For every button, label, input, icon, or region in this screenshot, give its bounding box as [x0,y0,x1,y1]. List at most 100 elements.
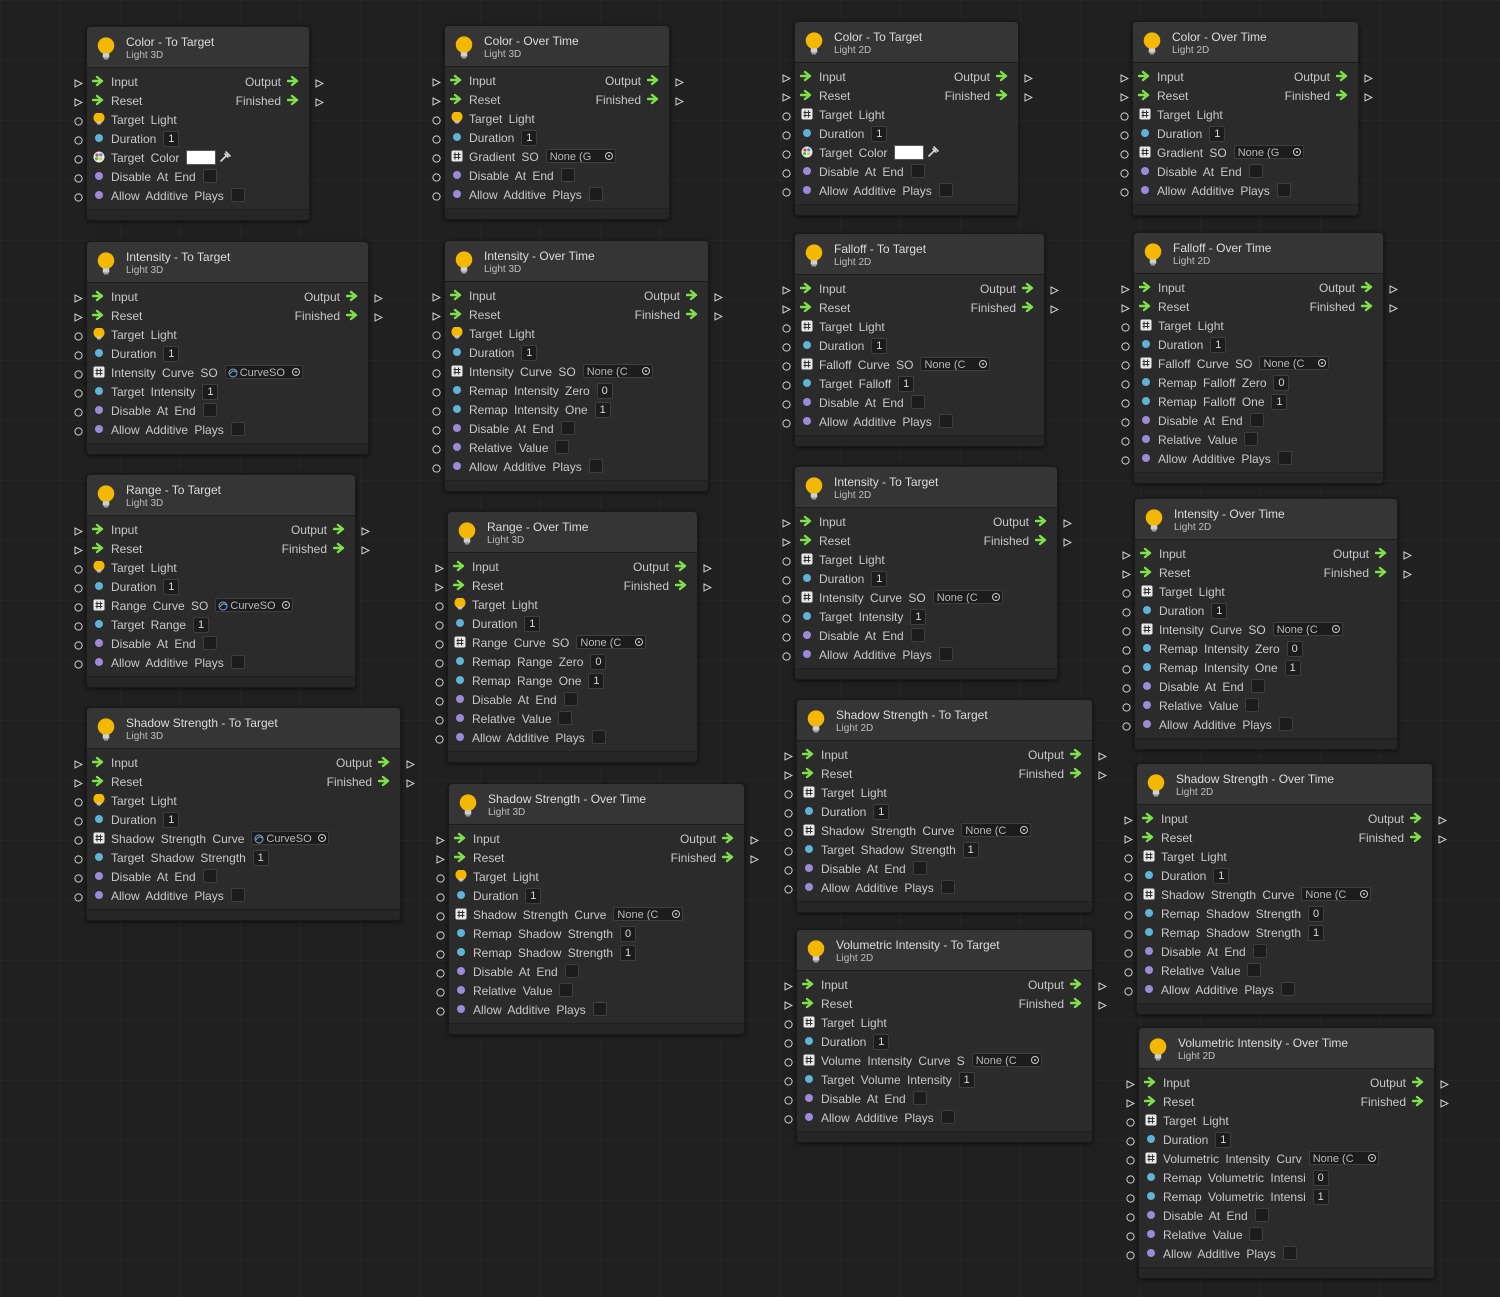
flow-input-port[interactable] [74,544,84,555]
flow-input-port[interactable] [1120,72,1130,83]
checkbox[interactable] [589,459,604,473]
checkbox[interactable] [203,403,218,417]
value-input-port[interactable] [74,834,83,845]
value-input-port[interactable] [436,872,445,883]
flow-input-port[interactable] [432,95,442,106]
flow-input-port[interactable] [436,834,446,845]
value-input-port[interactable] [1122,606,1131,617]
number-field[interactable]: 1 [1284,660,1301,676]
flow-input-port[interactable] [1121,302,1131,313]
checkbox[interactable] [231,422,246,436]
object-field[interactable]: None (C [1272,622,1343,636]
color-field[interactable] [186,150,217,165]
number-field[interactable]: 1 [1312,1189,1329,1205]
flow-output-port[interactable] [1063,517,1073,528]
value-input-port[interactable] [1124,909,1133,920]
value-input-port[interactable] [1121,416,1130,427]
object-field[interactable]: None (C [920,357,991,371]
checkbox[interactable] [1277,183,1292,197]
number-field[interactable]: 1 [202,384,219,400]
number-field[interactable]: 1 [1308,925,1325,941]
flow-output-port[interactable] [361,544,371,555]
flow-input-port[interactable] [1124,833,1134,844]
value-input-port[interactable] [1121,435,1130,446]
value-input-port[interactable] [1120,186,1129,197]
value-input-port[interactable] [74,115,83,126]
object-picker-icon[interactable] [641,367,650,375]
value-input-port[interactable] [1122,625,1131,636]
object-field[interactable]: None (C [932,590,1003,604]
value-input-port[interactable] [74,639,83,650]
number-field[interactable]: 1 [958,1072,975,1088]
flow-output-port[interactable] [1403,568,1413,579]
value-input-port[interactable] [1126,1192,1135,1203]
number-field[interactable]: 1 [524,616,541,632]
number-field[interactable]: 0 [1286,641,1303,657]
value-input-port[interactable] [74,620,83,631]
object-picker-icon[interactable] [635,638,644,646]
value-input-port[interactable] [432,114,441,125]
checkbox[interactable] [203,869,218,883]
value-input-port[interactable] [782,360,791,371]
object-field[interactable]: CurveSO [251,831,330,845]
value-input-port[interactable] [1121,454,1130,465]
value-input-port[interactable] [432,386,441,397]
flow-output-port[interactable] [1364,91,1374,102]
object-field[interactable]: CurveSO [215,598,294,612]
value-input-port[interactable] [432,133,441,144]
object-picker-icon[interactable] [1030,1056,1039,1064]
flow-output-port[interactable] [714,310,724,321]
value-input-port[interactable] [1121,359,1130,370]
value-input-port[interactable] [1124,928,1133,939]
value-input-port[interactable] [782,612,791,623]
object-picker-icon[interactable] [1292,148,1301,156]
value-input-port[interactable] [1126,1249,1135,1260]
value-input-port[interactable] [432,424,441,435]
flow-input-port[interactable] [1122,549,1132,560]
object-field[interactable]: None (C [576,635,647,649]
value-input-port[interactable] [74,563,83,574]
flow-output-port[interactable] [1389,283,1399,294]
flow-output-port[interactable] [315,96,325,107]
checkbox[interactable] [564,692,579,706]
number-field[interactable]: 1 [588,673,605,689]
flow-input-port[interactable] [782,284,792,295]
value-input-port[interactable] [435,657,444,668]
number-field[interactable]: 1 [163,131,180,147]
value-input-port[interactable] [782,186,791,197]
value-input-port[interactable] [1124,871,1133,882]
flow-output-port[interactable] [1024,72,1034,83]
value-input-port[interactable] [74,796,83,807]
flow-output-port[interactable] [675,95,685,106]
object-picker-icon[interactable] [1360,890,1369,898]
value-input-port[interactable] [1124,890,1133,901]
checkbox[interactable] [911,164,926,178]
value-input-port[interactable] [782,167,791,178]
value-input-port[interactable] [435,600,444,611]
flow-input-port[interactable] [74,777,84,788]
number-field[interactable]: 1 [873,1034,890,1050]
number-field[interactable]: 0 [1312,1170,1329,1186]
checkbox[interactable] [565,964,580,978]
flow-output-port[interactable] [1403,549,1413,560]
flow-output-port[interactable] [703,581,713,592]
value-input-port[interactable] [782,417,791,428]
number-field[interactable]: 0 [1308,906,1325,922]
flow-input-port[interactable] [782,303,792,314]
number-field[interactable]: 1 [1209,126,1226,142]
flow-output-port[interactable] [750,834,760,845]
value-input-port[interactable] [74,815,83,826]
value-input-port[interactable] [1126,1173,1135,1184]
value-input-port[interactable] [1122,663,1131,674]
flow-output-port[interactable] [1050,303,1060,314]
value-input-port[interactable] [74,172,83,183]
number-field[interactable]: 1 [525,888,542,904]
value-input-port[interactable] [782,574,791,585]
